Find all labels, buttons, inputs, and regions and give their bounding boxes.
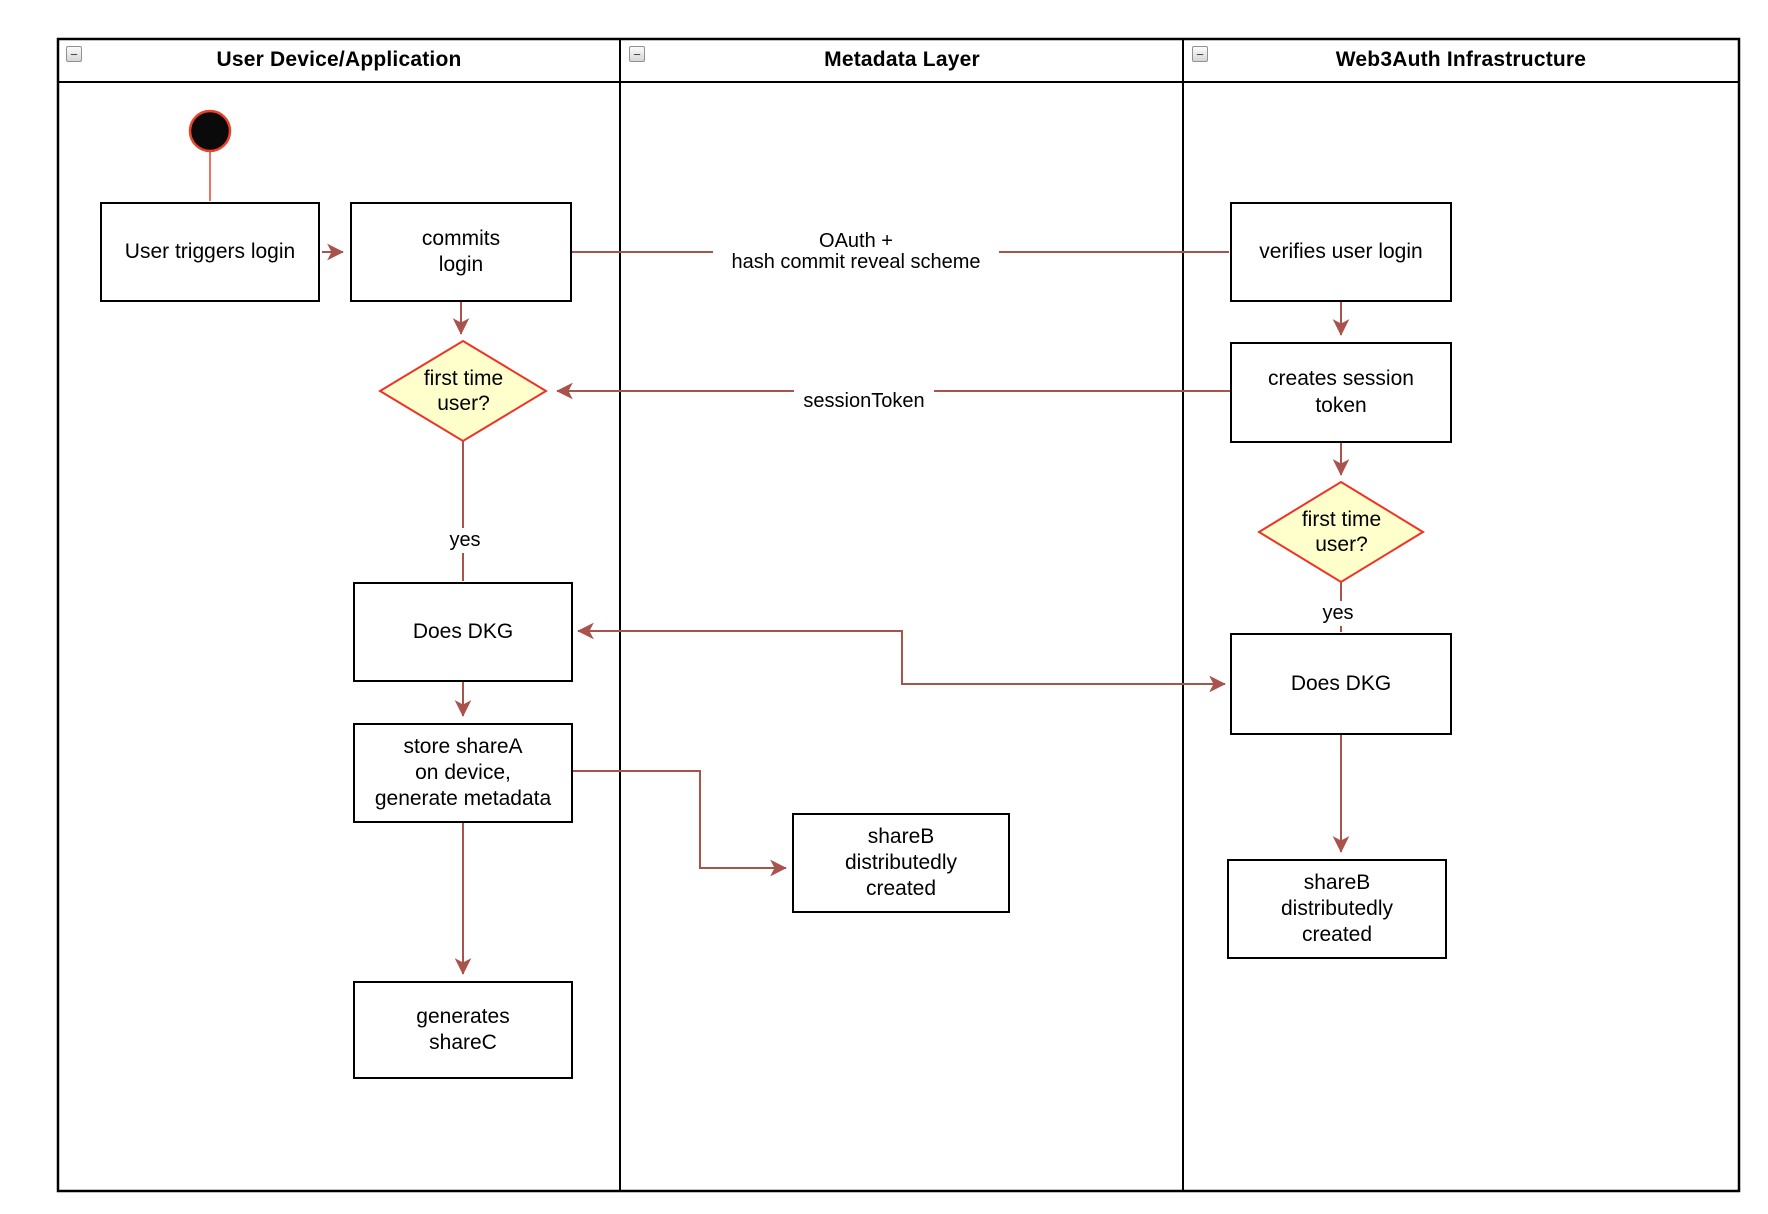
edge-dkg-link-to-device [577,622,903,657]
decision-label-first-time-user-infra: first time user? [1301,507,1382,556]
collapse-icon-lane-web3auth[interactable]: − [1192,46,1208,62]
collapse-icon-lane-metadata[interactable]: − [629,46,645,62]
node-store-sharea: store shareA on device, generate metadat… [353,723,573,823]
lane-title-user-device: User Device/Application [216,48,462,71]
edge-label-sessiontoken: sessionToken [794,390,934,413]
decision-first-time-user-device [378,339,548,443]
node-does-dkg-infra: Does DKG [1230,633,1452,735]
edge-store-sharea-to-shareb-metadata [573,770,787,877]
node-shareb-infra: shareB distributedly created [1227,859,1447,959]
collapse-icon-lane-user-device[interactable]: − [66,46,82,62]
edge-dkg-link-to-infra [901,657,1226,693]
edge-label-yes-device: yes [443,528,487,553]
lane-title-web3auth-infrastructure: Web3Auth Infrastructure [1335,48,1587,71]
pool-border [56,37,1741,1193]
node-does-dkg-device: Does DKG [353,582,573,682]
node-generates-sharec: generates shareC [353,981,573,1079]
node-shareb-metadata: shareB distributedly created [792,813,1010,913]
edge-label-oauth: OAuth + hash commit reveal scheme [713,230,999,274]
lane-title-metadata-layer: Metadata Layer [824,48,980,71]
node-verifies-user-login: verifies user login [1230,202,1452,302]
node-creates-session-token: creates session token [1230,342,1452,443]
node-user-triggers-login: User triggers login [100,202,320,302]
edge-label-yes-infra: yes [1316,601,1360,626]
node-commits-login: commits login [350,202,572,302]
decision-first-time-user-infra [1257,480,1425,584]
decision-label-first-time-user-device: first time user? [423,366,504,415]
start-node [188,109,232,153]
